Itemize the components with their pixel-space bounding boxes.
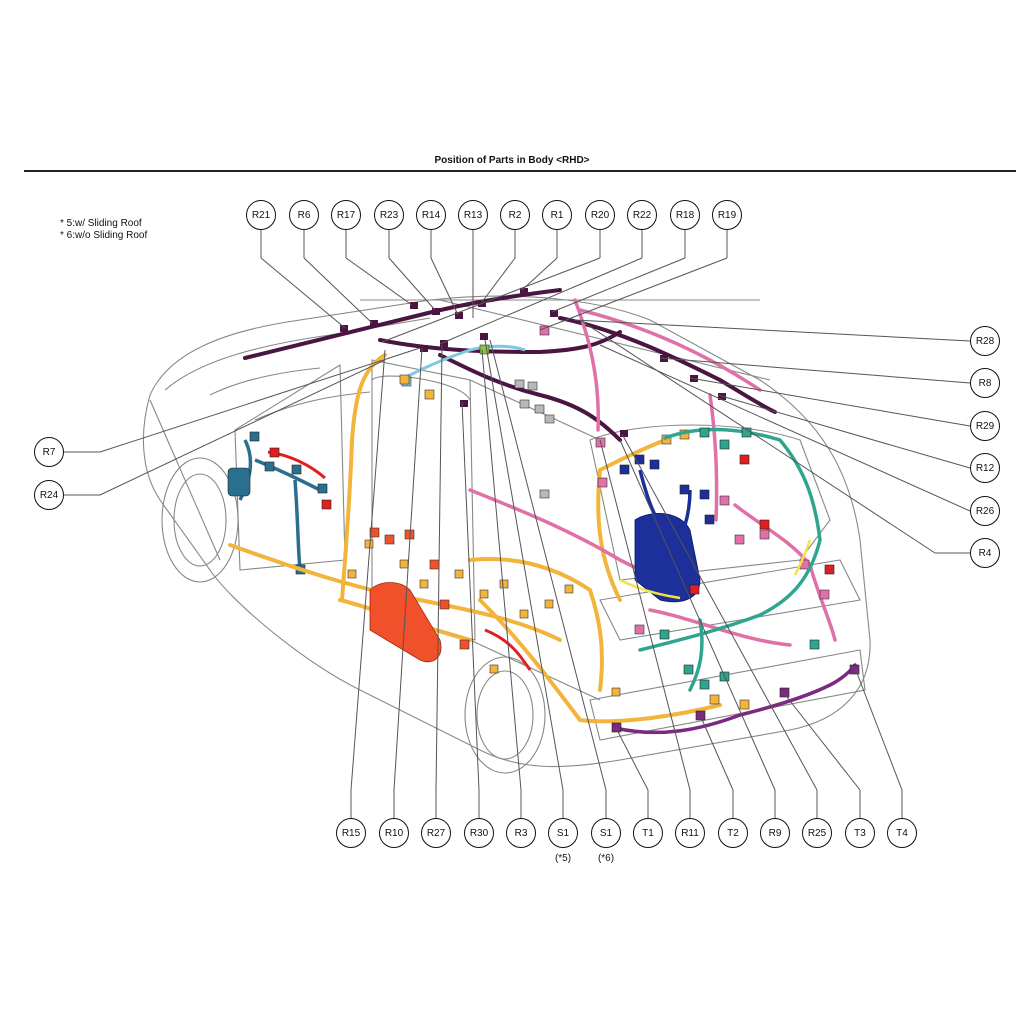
callout-s1-sliding-roof[interactable]: S1 [548, 818, 578, 848]
callout-r30[interactable]: R30 [464, 818, 494, 848]
floor-connectors-yellow [347, 374, 750, 710]
rear-bumper-harness [613, 663, 857, 735]
callout-r28[interactable]: R28 [970, 326, 1000, 356]
title-rule [24, 170, 1016, 172]
callout-r2[interactable]: R2 [500, 200, 530, 230]
callout-r21[interactable]: R21 [246, 200, 276, 230]
callout-t3[interactable]: T3 [845, 818, 875, 848]
callout-r8[interactable]: R8 [970, 368, 1000, 398]
callout-r17[interactable]: R17 [331, 200, 361, 230]
callout-t4[interactable]: T4 [887, 818, 917, 848]
callout-s1-no-sliding-roof[interactable]: S1 [591, 818, 621, 848]
grey-connectors [514, 379, 555, 499]
floor-harness-yellow [228, 353, 722, 724]
roof-connectors [340, 288, 726, 437]
callout-t1[interactable]: T1 [633, 818, 663, 848]
junction-block [369, 582, 442, 663]
callout-r15[interactable]: R15 [336, 818, 366, 848]
callout-r27[interactable]: R27 [421, 818, 451, 848]
callout-r11[interactable]: R11 [675, 818, 705, 848]
callout-r23[interactable]: R23 [374, 200, 404, 230]
callout-r6[interactable]: R6 [289, 200, 319, 230]
footnote-5: * 5:w/ Sliding Roof [60, 218, 142, 229]
callout-r24[interactable]: R24 [34, 480, 64, 510]
callout-r26[interactable]: R26 [970, 496, 1000, 526]
s1-note-6: (*6) [597, 853, 615, 864]
callout-t2[interactable]: T2 [718, 818, 748, 848]
callout-r19[interactable]: R19 [712, 200, 742, 230]
callout-r9[interactable]: R9 [760, 818, 790, 848]
roof-light-blue-harness [399, 344, 526, 382]
callout-r18[interactable]: R18 [670, 200, 700, 230]
callout-r20[interactable]: R20 [585, 200, 615, 230]
callout-r22[interactable]: R22 [627, 200, 657, 230]
callout-r13[interactable]: R13 [458, 200, 488, 230]
callout-r1[interactable]: R1 [542, 200, 572, 230]
callout-r12[interactable]: R12 [970, 453, 1000, 483]
callout-r3[interactable]: R3 [506, 818, 536, 848]
leader-lines [64, 230, 971, 818]
footnote-6: * 6:w/o Sliding Roof [60, 230, 148, 241]
callout-r7[interactable]: R7 [34, 437, 64, 467]
front-door-harness [238, 439, 321, 571]
callout-r14[interactable]: R14 [416, 200, 446, 230]
callout-r25[interactable]: R25 [802, 818, 832, 848]
callout-r10[interactable]: R10 [379, 818, 409, 848]
s1-note-5: (*5) [554, 853, 572, 864]
page-title: Position of Parts in Body <RHD> [434, 155, 590, 166]
footnotes: * 5:w/ Sliding Roof * 6:w/o Sliding Roof [60, 218, 147, 242]
callout-r4[interactable]: R4 [970, 538, 1000, 568]
callout-r29[interactable]: R29 [970, 411, 1000, 441]
